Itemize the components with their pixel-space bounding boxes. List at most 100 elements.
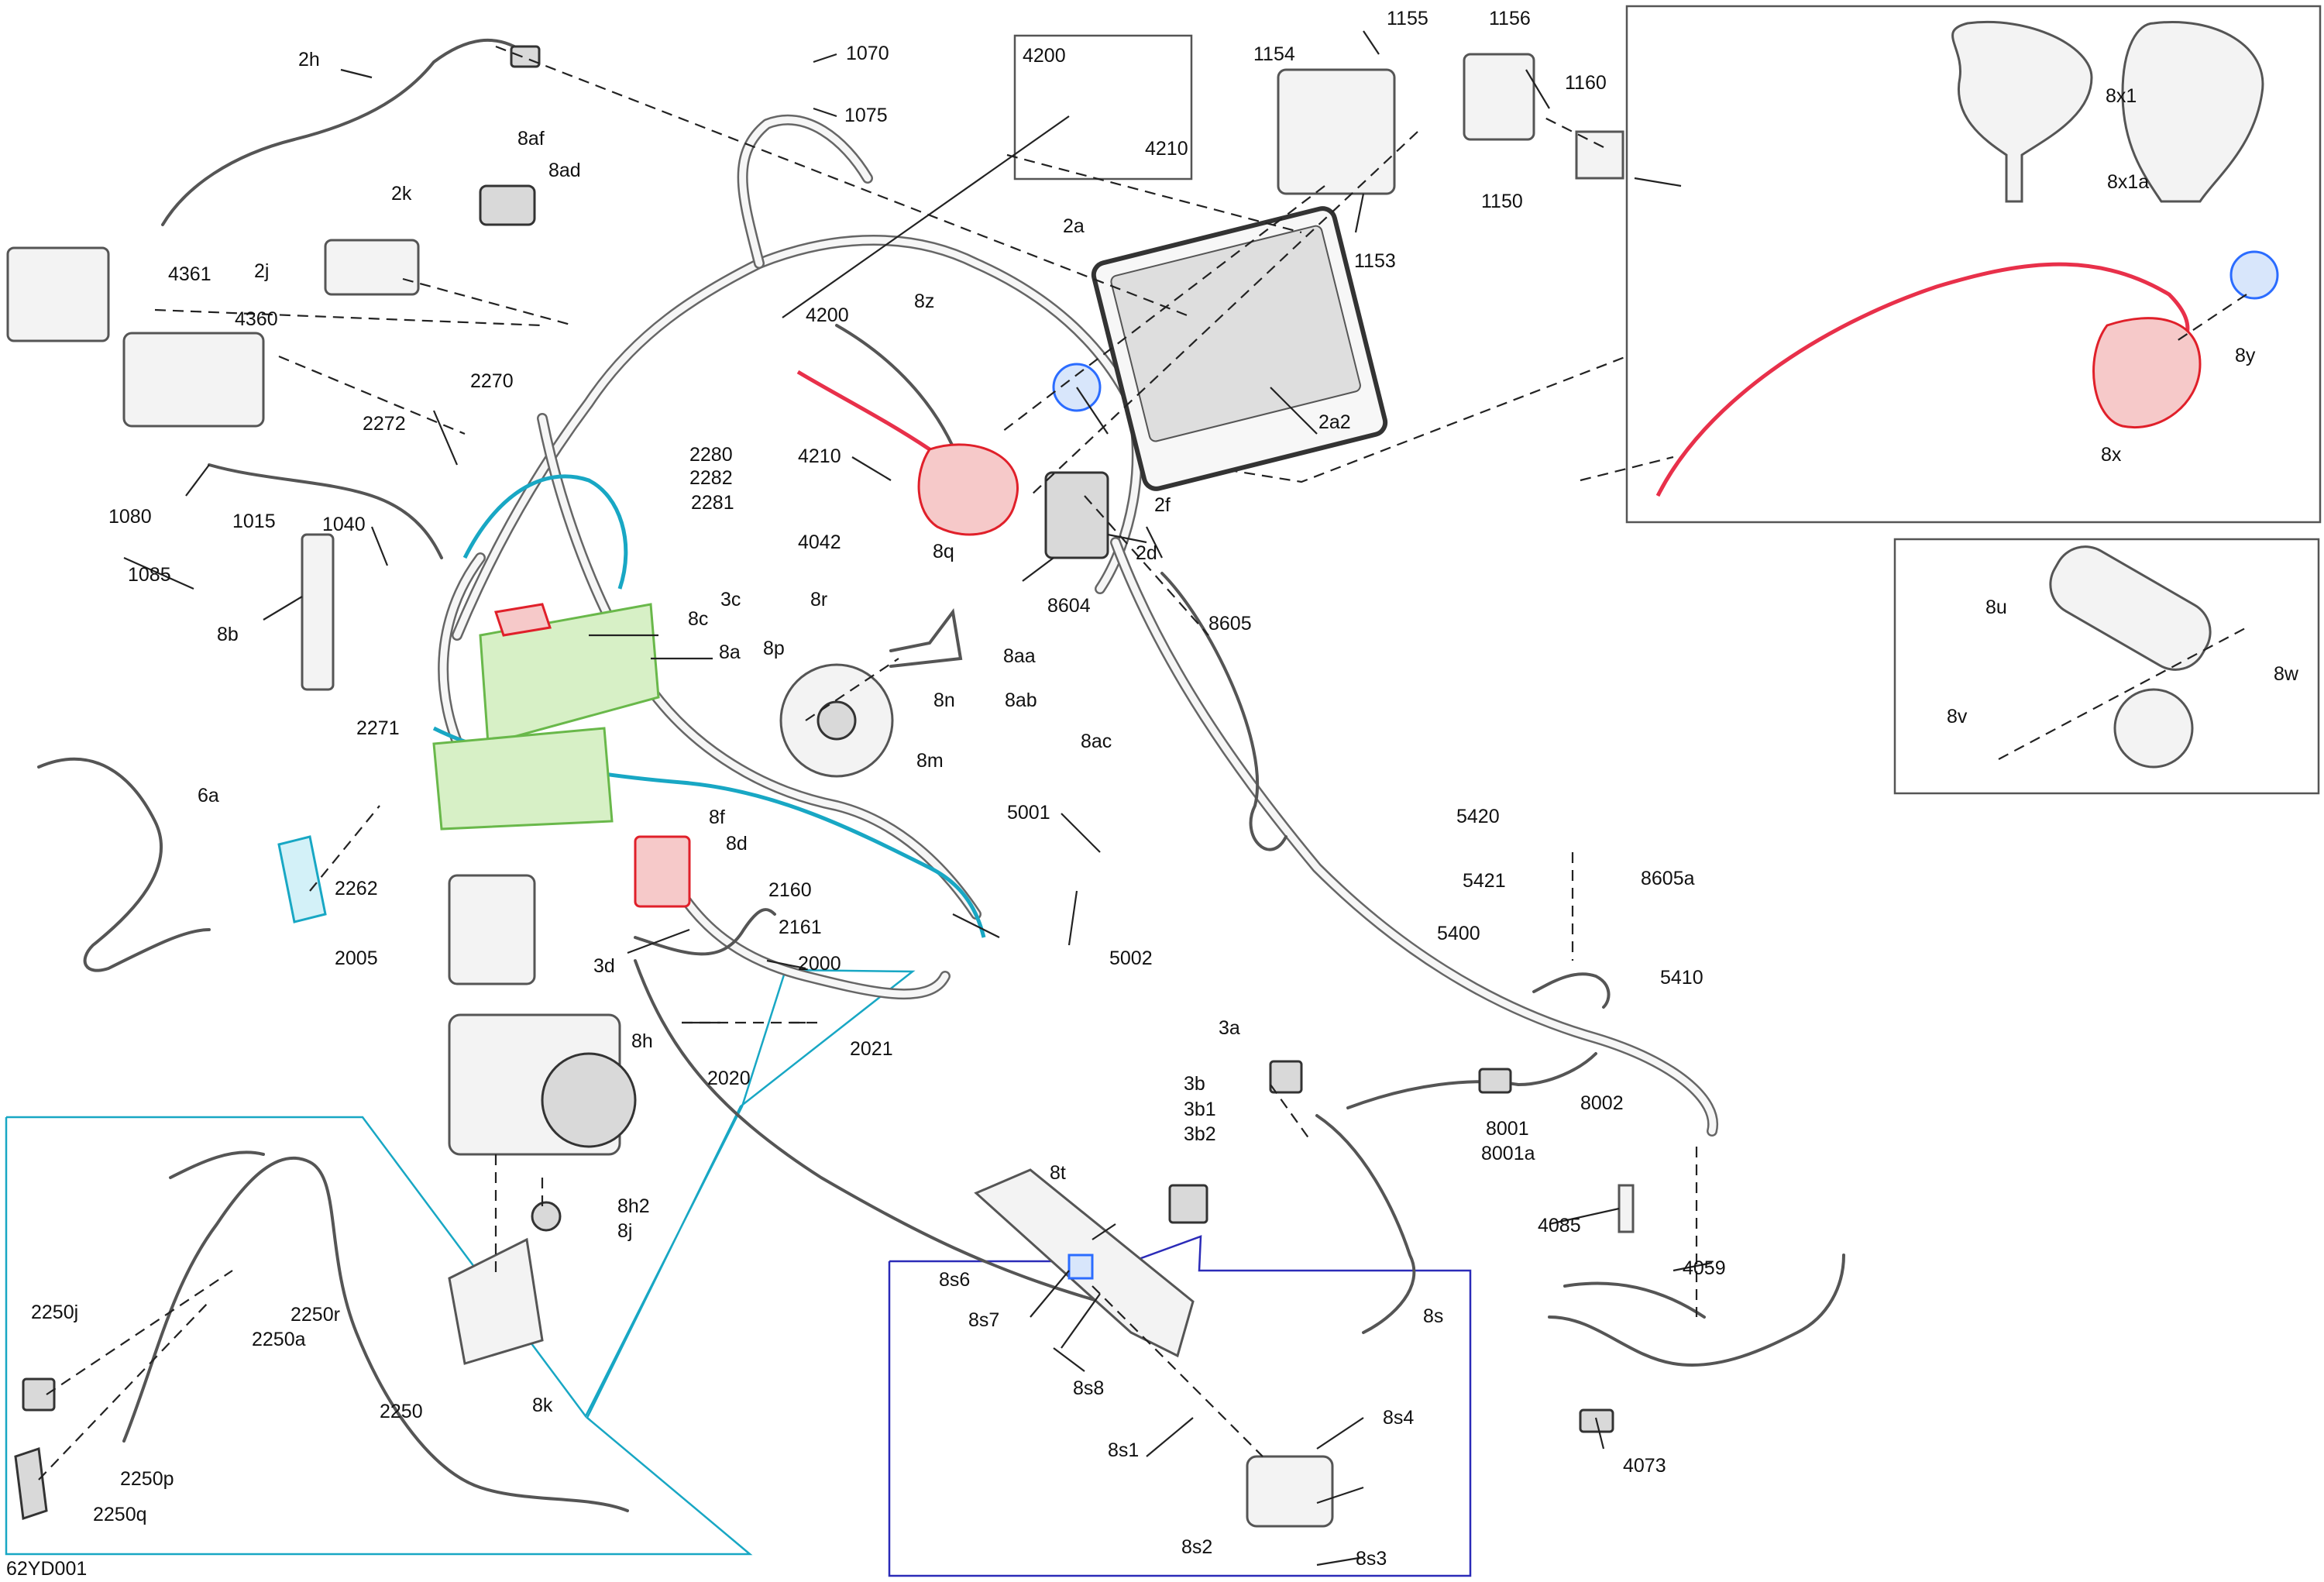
label-5002: 5002 — [1109, 947, 1153, 969]
label-8001: 8001 — [1486, 1118, 1529, 1140]
connector-3b — [1168, 1184, 1208, 1224]
bracket-8b — [301, 533, 335, 691]
label-8r: 8r — [810, 589, 827, 610]
switch-housing-1153 — [1277, 68, 1396, 195]
module-1150 — [1463, 53, 1535, 141]
label-4200-inset: 4200 — [1023, 45, 1066, 67]
label-8k: 8k — [532, 1395, 553, 1416]
label-4073: 4073 — [1623, 1455, 1666, 1477]
label-8001a: 8001a — [1481, 1143, 1535, 1164]
label-8x: 8x — [2101, 444, 2122, 466]
label-3b1: 3b1 — [1184, 1099, 1216, 1120]
label-8002: 8002 — [1580, 1092, 1624, 1114]
label-2k: 2k — [391, 183, 412, 205]
label-8a: 8a — [719, 641, 741, 663]
label-8m: 8m — [916, 750, 944, 772]
label-2250q: 2250q — [93, 1504, 147, 1525]
label-2161: 2161 — [779, 917, 822, 938]
part-labels: 2h 1070 1075 4200 4210 1154 1155 1156 11… — [6, 8, 2299, 1580]
battery-8a — [479, 603, 660, 745]
label-2280: 2280 — [689, 444, 733, 466]
cyan-harness-branch-2 — [462, 474, 628, 590]
shift-actuator-8s2 — [1246, 1455, 1334, 1528]
bracket-8n — [889, 608, 963, 668]
label-8604: 8604 — [1047, 595, 1091, 617]
label-2h: 2h — [298, 49, 320, 71]
label-1156: 1156 — [1489, 8, 1531, 29]
label-8x1: 8x1 — [2106, 85, 2137, 107]
bracket-2250q — [14, 1446, 48, 1521]
label-8605a: 8605a — [1641, 868, 1695, 889]
label-4361: 4361 — [168, 263, 211, 285]
ignition-switch-red — [917, 443, 1019, 536]
label-1070: 1070 — [846, 43, 889, 64]
harness-3a — [1315, 1114, 1416, 1334]
label-8x1a: 8x1a — [2107, 171, 2149, 193]
cable-2000 — [634, 908, 776, 956]
label-2282: 2282 — [689, 467, 733, 489]
label-2270: 2270 — [470, 370, 514, 392]
inset-frame-actuator-8u — [1893, 538, 2320, 795]
harness-2250 — [122, 1156, 629, 1512]
key-switch-8x — [2092, 317, 2202, 428]
label-8605: 8605 — [1208, 613, 1252, 635]
label-8n: 8n — [933, 690, 955, 711]
label-8y: 8y — [2235, 345, 2256, 366]
label-8v: 8v — [1947, 706, 1968, 727]
cable-6a — [37, 757, 211, 972]
label-1150: 1150 — [1481, 191, 1523, 212]
fuse-box-2005 — [448, 874, 536, 985]
battery-box — [432, 727, 614, 831]
label-8ad: 8ad — [548, 160, 581, 181]
label-1154: 1154 — [1253, 43, 1295, 65]
bracket-5400 — [1532, 972, 1611, 1009]
label-8c: 8c — [688, 608, 708, 630]
main-wiring-harness — [438, 114, 1719, 1303]
label-8s: 8s — [1423, 1305, 1443, 1327]
connector-8001 — [1478, 1068, 1512, 1094]
label-8s6: 8s6 — [939, 1269, 970, 1291]
label-1160: 1160 — [1565, 72, 1607, 94]
label-2272: 2272 — [363, 413, 406, 435]
harness-4059 — [1548, 1254, 1845, 1367]
key-ring-8y — [2229, 250, 2279, 300]
label-8u: 8u — [1985, 597, 2007, 618]
label-2d: 2d — [1136, 542, 1157, 564]
label-8d: 8d — [726, 833, 748, 855]
label-2250p: 2250p — [120, 1468, 174, 1490]
label-8s1: 8s1 — [1108, 1439, 1139, 1461]
label-2000: 2000 — [798, 953, 841, 975]
label-8p: 8p — [763, 638, 785, 659]
inset-frame-4200 — [1013, 34, 1193, 181]
label-4210: 4210 — [798, 445, 841, 467]
label-4210-inset: 4210 — [1145, 138, 1188, 160]
cable-2h — [161, 38, 528, 226]
label-8s2: 8s2 — [1181, 1536, 1212, 1558]
label-1040: 1040 — [322, 514, 366, 535]
label-2160: 2160 — [768, 879, 812, 901]
label-2250: 2250 — [380, 1401, 423, 1422]
clip-8c — [494, 603, 552, 637]
label-1015: 1015 — [232, 511, 276, 532]
harness-2250-b — [169, 1150, 265, 1179]
label-2j: 2j — [254, 260, 269, 282]
key-fob-8x1a — [2121, 21, 2264, 203]
connector-2250j — [22, 1377, 56, 1412]
label-8z: 8z — [914, 291, 934, 312]
label-4360: 4360 — [235, 308, 278, 330]
key-switch-wire-8x — [1655, 262, 2190, 497]
key-8x1 — [1951, 21, 2093, 203]
label-5001: 5001 — [1007, 802, 1050, 824]
label-8q: 8q — [933, 541, 954, 562]
abs-grommet-8h2 — [531, 1201, 562, 1232]
label-2021: 2021 — [850, 1038, 893, 1060]
inset-frame-ignition-key — [1625, 5, 2322, 524]
label-1155: 1155 — [1387, 8, 1428, 29]
label-8s4: 8s4 — [1383, 1407, 1414, 1429]
label-8af: 8af — [517, 128, 545, 150]
actuator-8u — [2049, 545, 2212, 671]
leader-lines — [38, 30, 2247, 1567]
label-4059: 4059 — [1683, 1257, 1726, 1279]
label-2250j: 2250j — [31, 1302, 78, 1323]
